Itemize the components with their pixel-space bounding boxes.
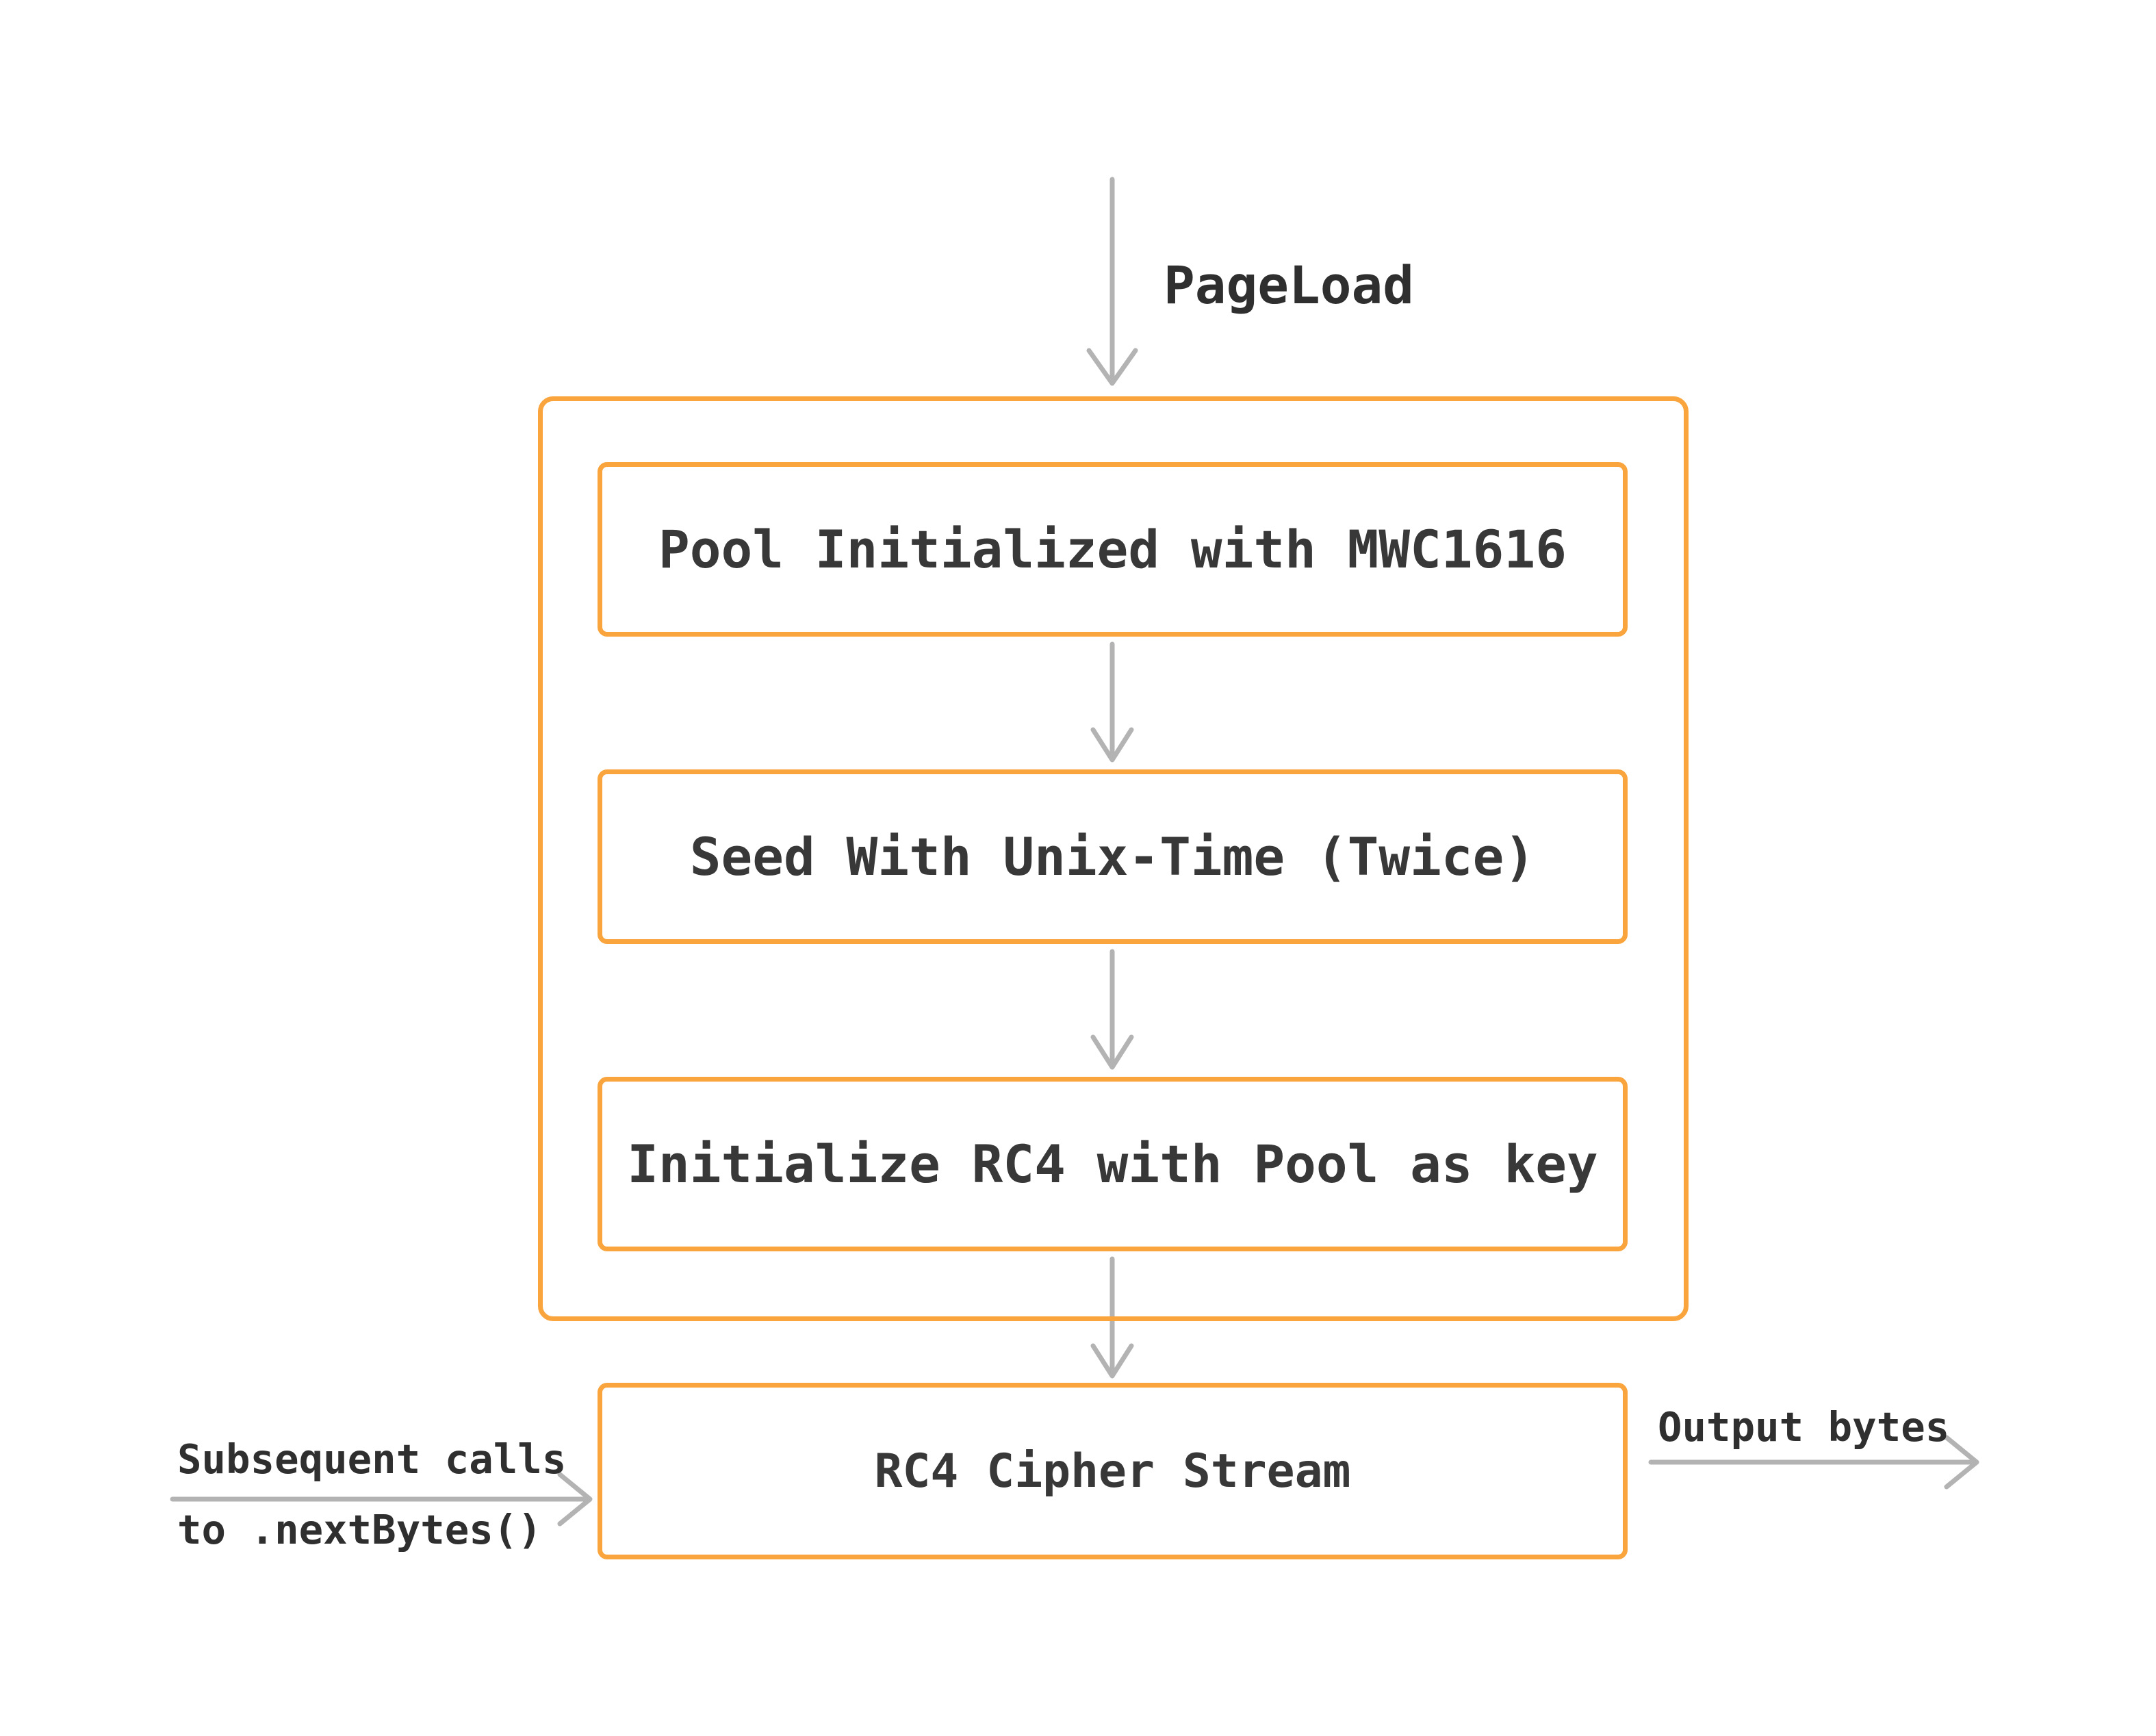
input-annotation-line1: Subsequent calls <box>177 1435 567 1483</box>
initialization-group-box <box>538 396 1689 1321</box>
arrow-pool-to-seed-icon <box>1090 641 1134 763</box>
pageload-arrow-icon <box>1086 177 1138 386</box>
input-annotation-line2: to .nextBytes() <box>177 1506 542 1553</box>
pageload-label: PageLoad <box>1164 255 1415 316</box>
input-calls-arrow-icon <box>170 1472 593 1527</box>
arrow-rc4init-to-stream-icon <box>1090 1256 1134 1379</box>
node-seed-unix-time: Seed With Unix-Time (Twice) <box>598 769 1628 944</box>
node-rc4-cipher-stream: RC4 Cipher Stream <box>598 1383 1628 1559</box>
node-initialize-rc4: Initialize RC4 with Pool as key <box>598 1077 1628 1251</box>
node-pool-initialized: Pool Initialized with MWC1616 <box>598 462 1628 637</box>
output-bytes-arrow-icon <box>1648 1435 1979 1490</box>
arrow-seed-to-rc4init-icon <box>1090 949 1134 1070</box>
output-annotation-label: Output bytes <box>1658 1403 1950 1451</box>
